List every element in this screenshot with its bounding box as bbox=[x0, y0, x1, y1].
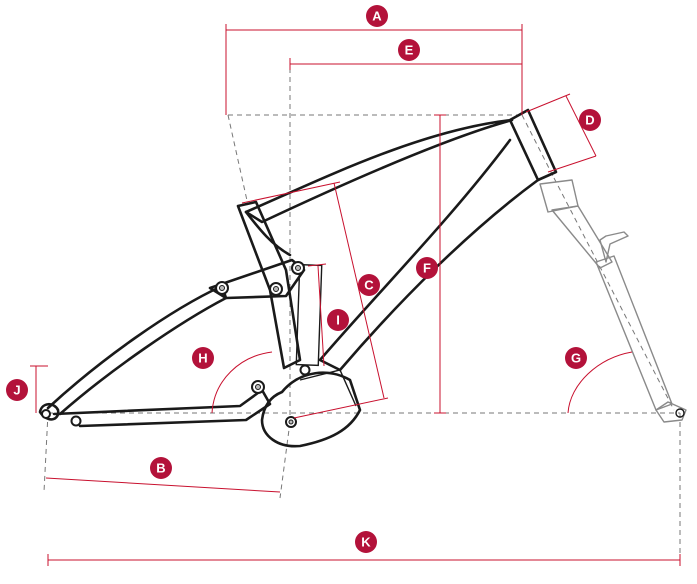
marker-D-badge bbox=[579, 109, 601, 131]
fork-axis-line bbox=[553, 177, 675, 411]
rear-shock bbox=[295, 263, 323, 367]
marker-C: C bbox=[358, 274, 380, 296]
dim-cap-C-bottom bbox=[293, 397, 389, 419]
marker-G-label: G bbox=[571, 351, 581, 366]
rocker-pivot-top-core bbox=[295, 265, 301, 271]
marker-J: J bbox=[6, 379, 28, 401]
marker-B-badge bbox=[150, 457, 172, 479]
marker-E-label: E bbox=[405, 43, 414, 58]
rocker-pivot-main-core bbox=[273, 286, 279, 292]
rear-axle bbox=[41, 409, 51, 419]
marker-I-badge bbox=[327, 309, 349, 331]
dim-cap-I-top bbox=[307, 263, 327, 267]
marker-G-badge bbox=[565, 347, 587, 369]
marker-H: H bbox=[192, 347, 214, 369]
dim-arc-H bbox=[211, 351, 273, 414]
marker-D-label: D bbox=[585, 113, 594, 128]
marker-C-label: C bbox=[364, 278, 374, 293]
marker-J-label: J bbox=[13, 383, 20, 398]
marker-E: E bbox=[398, 39, 420, 61]
motor-cover bbox=[299, 369, 357, 407]
marker-I-label: I bbox=[336, 313, 340, 328]
dim-line-I bbox=[317, 265, 325, 367]
marker-H-badge bbox=[192, 347, 214, 369]
markers: A E D F C I H G bbox=[6, 5, 601, 553]
marker-E-badge bbox=[398, 39, 420, 61]
marker-A: A bbox=[366, 5, 388, 27]
pivots bbox=[41, 261, 311, 428]
fork-stanchion bbox=[551, 205, 613, 269]
marker-D: D bbox=[579, 109, 601, 131]
fork-arch bbox=[599, 231, 629, 263]
dim-line-C bbox=[333, 182, 385, 399]
head-tube-axis bbox=[521, 114, 555, 179]
frame bbox=[38, 108, 558, 448]
dimension-lines bbox=[30, 24, 681, 566]
dim-line-B bbox=[45, 477, 281, 493]
marker-K: K bbox=[355, 531, 377, 553]
top-tube bbox=[244, 118, 514, 224]
marker-F-label: F bbox=[423, 261, 431, 276]
front-axle bbox=[675, 408, 685, 418]
seat-junction bbox=[244, 210, 292, 257]
head-tube bbox=[508, 108, 558, 182]
rear-axle-drop-line bbox=[43, 412, 49, 493]
marker-A-label: A bbox=[372, 9, 382, 24]
marker-G: G bbox=[565, 347, 587, 369]
rocker-link bbox=[208, 258, 306, 300]
seat-tube-extension bbox=[227, 114, 249, 206]
marker-H-label: H bbox=[198, 351, 207, 366]
marker-I: I bbox=[327, 309, 349, 331]
seat-tube bbox=[236, 200, 302, 370]
marker-K-badge bbox=[355, 531, 377, 553]
bb-drop-line bbox=[279, 421, 291, 499]
shock-lower-mount bbox=[299, 364, 311, 376]
marker-B-label: B bbox=[156, 461, 165, 476]
reference-lines bbox=[43, 68, 681, 566]
chain-stay bbox=[52, 388, 272, 428]
chain-stay-pivot-core bbox=[255, 384, 261, 390]
chain-stay-rear-pivot bbox=[70, 415, 82, 427]
dim-cap-D-top bbox=[525, 93, 571, 113]
marker-F: F bbox=[416, 257, 438, 279]
motor-housing bbox=[260, 371, 362, 448]
marker-B: B bbox=[150, 457, 172, 479]
marker-K-label: K bbox=[361, 535, 371, 550]
bottom-bracket-core bbox=[288, 419, 294, 425]
dim-cap-D-bottom bbox=[547, 155, 597, 173]
marker-F-badge bbox=[416, 257, 438, 279]
dim-arc-G bbox=[567, 351, 633, 414]
marker-J-badge bbox=[6, 379, 28, 401]
dim-cap-C-top bbox=[241, 181, 341, 204]
suspension-fork bbox=[539, 179, 687, 423]
down-tube bbox=[318, 138, 540, 372]
marker-C-badge bbox=[358, 274, 380, 296]
marker-A-badge bbox=[366, 5, 388, 27]
seat-stay-pivot-core bbox=[219, 285, 225, 291]
